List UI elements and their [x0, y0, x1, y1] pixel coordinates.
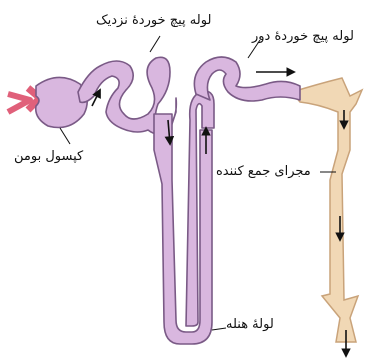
descending-limb: [154, 114, 212, 344]
label-henle: لولهٔ هنله: [226, 318, 274, 331]
nephron-tubule: [36, 57, 300, 344]
label-bowman: کپسول بومن: [14, 150, 83, 163]
label-collecting: مجرای جمع کننده: [216, 165, 311, 178]
leader-pct: [150, 36, 160, 52]
leader-bowman: [60, 128, 70, 144]
leader-henle: [212, 328, 226, 330]
flow-arrows: [92, 72, 346, 356]
label-pct: لوله پیچ خوردهٔ نزدیک: [96, 14, 211, 27]
label-dct: لوله پیچ خوردهٔ دور: [252, 30, 354, 43]
collecting-duct: [292, 78, 362, 342]
